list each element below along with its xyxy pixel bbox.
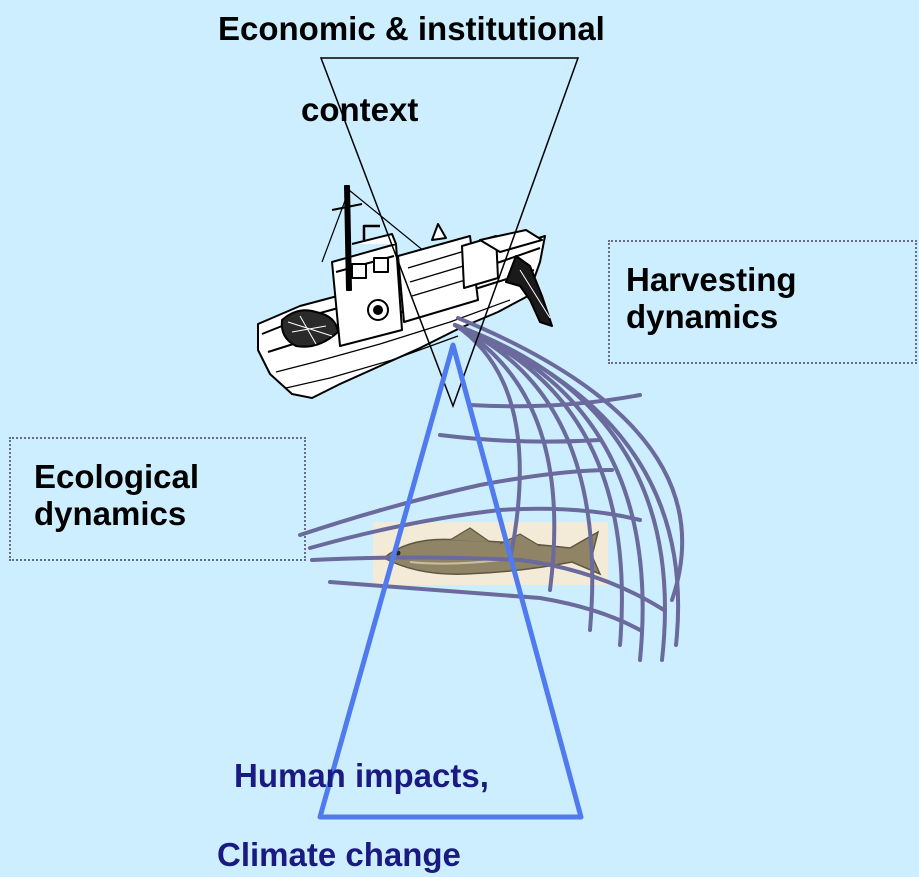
climate-change-label: Climate change bbox=[217, 836, 461, 873]
dynamics-arcs bbox=[298, 316, 685, 662]
economic-context-label-line2: context bbox=[301, 91, 419, 128]
harvesting-dynamics-box: Harvesting dynamics bbox=[608, 240, 917, 364]
ecological-dynamics-label: Ecological dynamics bbox=[34, 458, 200, 532]
fish-icon bbox=[373, 522, 608, 585]
context-triangle bbox=[319, 57, 580, 409]
human-impacts-label: Human impacts, bbox=[234, 757, 489, 794]
ecological-dynamics-box: Ecological dynamics bbox=[9, 437, 306, 561]
harvesting-dynamics-label: Harvesting dynamics bbox=[626, 261, 797, 335]
fishing-boat-icon bbox=[257, 185, 553, 399]
economic-context-label-line1: Economic & institutional bbox=[218, 10, 605, 47]
impacts-triangle bbox=[317, 342, 584, 820]
